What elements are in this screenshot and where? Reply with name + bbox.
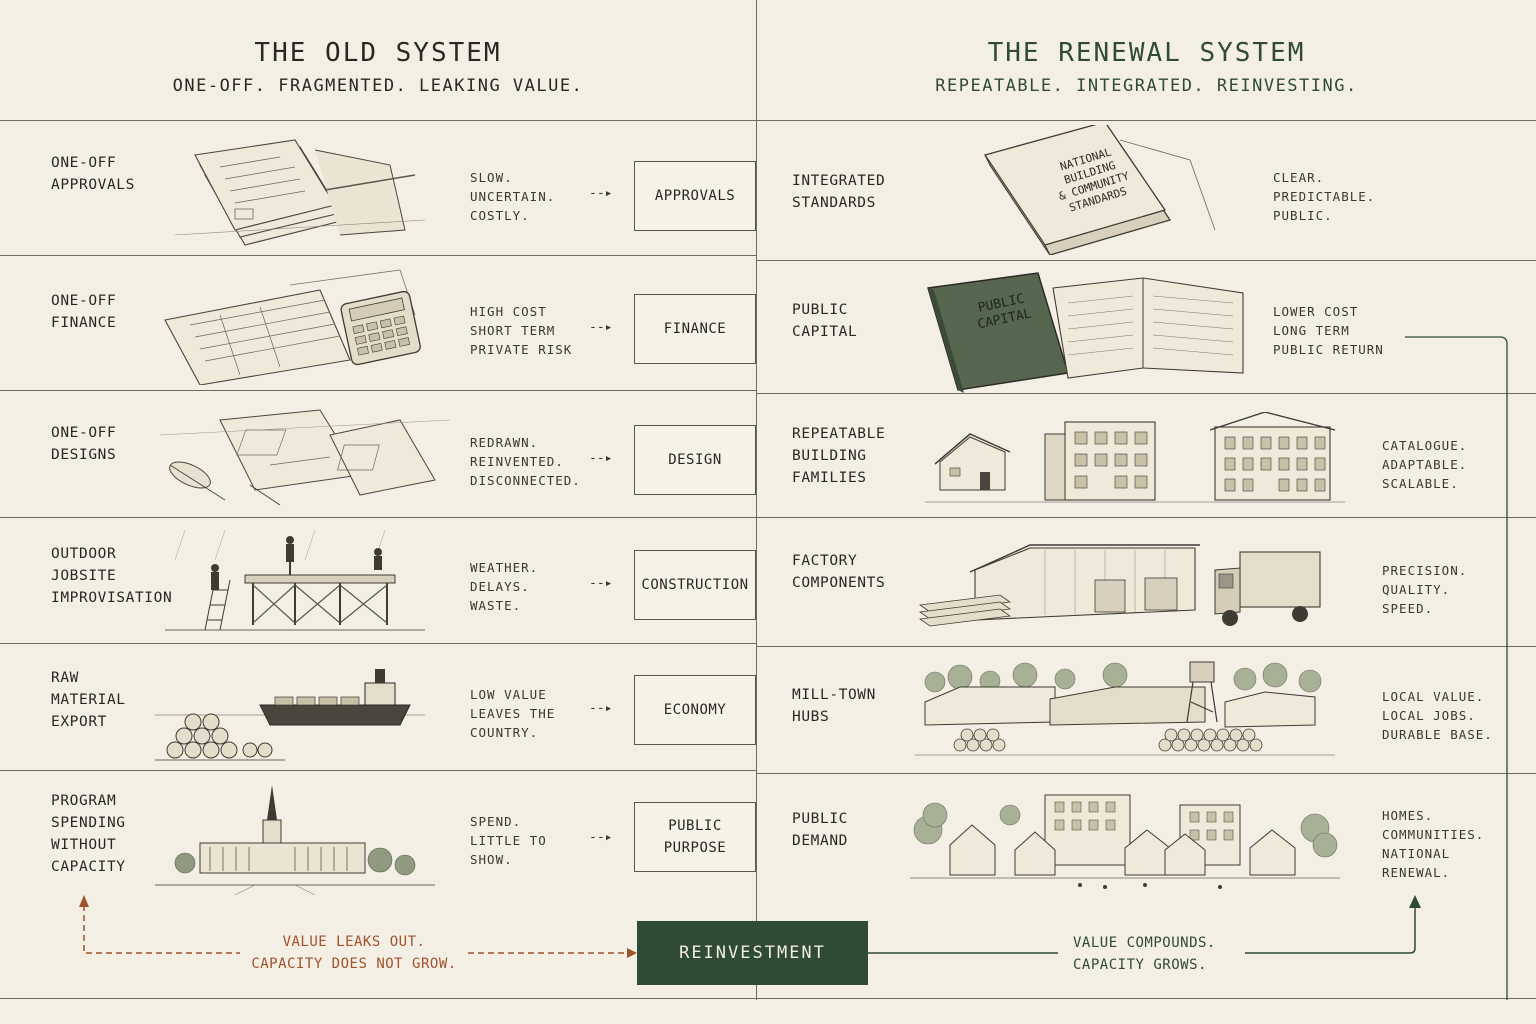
old-row-note-export: LOW VALUE LEAVES THE COUNTRY. [470, 685, 555, 742]
reinvestment-badge: REINVESTMENT [637, 921, 868, 985]
old-row-note-finance: HIGH COST SHORT TERM PRIVATE RISK [470, 302, 572, 359]
row-divider [757, 393, 1536, 394]
dashed-arrow-icon: ‑‑▸ [589, 701, 612, 716]
old-row-note-designs: REDRAWN. REINVENTED. DISCONNECTED. [470, 433, 581, 490]
old-row-note-approvals: SLOW. UNCERTAIN. COSTLY. [470, 168, 555, 225]
old-row-note-jobsite: WEATHER. DELAYS. WASTE. [470, 558, 538, 615]
renewal-system-title: THE RENEWAL SYSTEM [757, 38, 1536, 68]
old-row-note-spending: SPEND. LITTLE TO SHOW. [470, 812, 547, 869]
old-row-label-designs: ONE-OFF DESIGNS [51, 422, 116, 466]
parliament-building-icon [155, 785, 435, 895]
row-divider [757, 260, 1536, 261]
footer-divider [0, 998, 1536, 999]
outcome-box-approvals: APPROVALS [634, 161, 756, 231]
renewal-row-label-capital: PUBLIC CAPITAL [792, 299, 857, 343]
value-compounds-text: VALUE COMPOUNDS. CAPACITY GROWS. [1073, 932, 1216, 976]
old-row-label-export: RAW MATERIAL EXPORT [51, 667, 126, 733]
row-divider [0, 770, 756, 771]
renewal-row-note-capital: LOWER COST LONG TERM PUBLIC RETURN [1273, 302, 1384, 359]
renewal-row-note-standards: CLEAR. PREDICTABLE. PUBLIC. [1273, 168, 1375, 225]
dashed-arrow-icon: ‑‑▸ [589, 320, 612, 335]
outcome-box-construction: CONSTRUCTION [634, 550, 756, 620]
renewal-row-label-demand: PUBLIC DEMAND [792, 808, 848, 852]
ledger-calculator-icon [160, 265, 440, 385]
outcome-box-finance: FINANCE [634, 294, 756, 364]
row-divider [757, 646, 1536, 647]
permit-documents-icon [175, 135, 435, 250]
dashed-arrow-icon: ‑‑▸ [589, 830, 612, 845]
row-divider [757, 773, 1536, 774]
old-system-subtitle: ONE-OFF. FRAGMENTED. LEAKING VALUE. [0, 76, 756, 96]
renewal-row-label-standards: INTEGRATED STANDARDS [792, 170, 885, 214]
log-export-ship-icon [155, 655, 425, 765]
center-divider [756, 0, 757, 1000]
renewal-system-subtitle: REPEATABLE. INTEGRATED. REINVESTING. [757, 76, 1536, 96]
renewal-row-note-families: CATALOGUE. ADAPTABLE. SCALABLE. [1382, 436, 1467, 493]
row-divider [0, 517, 1536, 518]
outcome-box-public-purpose: PUBLIC PURPOSE [634, 802, 756, 872]
jobsite-scaffold-icon [165, 530, 425, 635]
dashed-arrow-icon: ‑‑▸ [589, 186, 612, 201]
mill-town-icon [915, 657, 1335, 762]
old-row-label-spending: PROGRAM SPENDING WITHOUT CAPACITY [51, 790, 126, 878]
renewal-row-label-mill-town: MILL-TOWN HUBS [792, 684, 876, 728]
old-row-label-jobsite: OUTDOOR JOBSITE IMPROVISATION [51, 543, 172, 609]
dashed-arrow-icon: ‑‑▸ [589, 451, 612, 466]
renewal-row-note-mill-town: LOCAL VALUE. LOCAL JOBS. DURABLE BASE. [1382, 687, 1493, 744]
outcome-box-economy: ECONOMY [634, 675, 756, 745]
renewal-row-note-factory: PRECISION. QUALITY. SPEED. [1382, 561, 1467, 618]
renewal-row-label-families: REPEATABLE BUILDING FAMILIES [792, 423, 885, 489]
dashed-arrow-icon: ‑‑▸ [589, 576, 612, 591]
row-divider [0, 643, 756, 644]
outcome-box-design: DESIGN [634, 425, 756, 495]
factory-truck-icon [915, 540, 1335, 640]
renewal-row-note-demand: HOMES. COMMUNITIES. NATIONAL RENEWAL. [1382, 806, 1484, 882]
blueprints-icon [160, 405, 450, 510]
old-row-label-finance: ONE-OFF FINANCE [51, 290, 116, 334]
renewal-system-header: THE RENEWAL SYSTEM REPEATABLE. INTEGRATE… [757, 38, 1536, 96]
value-leaks-text: VALUE LEAKS OUT. CAPACITY DOES NOT GROW. [240, 931, 468, 975]
row-divider [0, 390, 756, 391]
old-row-label-approvals: ONE-OFF APPROVALS [51, 152, 135, 196]
row-divider [0, 255, 756, 256]
community-homes-icon [910, 790, 1340, 895]
renewal-row-label-factory: FACTORY COMPONENTS [792, 550, 885, 594]
building-family-icon [925, 412, 1345, 507]
row-divider [0, 120, 1536, 121]
old-system-header: THE OLD SYSTEM ONE-OFF. FRAGMENTED. LEAK… [0, 38, 756, 96]
old-system-title: THE OLD SYSTEM [0, 38, 756, 68]
